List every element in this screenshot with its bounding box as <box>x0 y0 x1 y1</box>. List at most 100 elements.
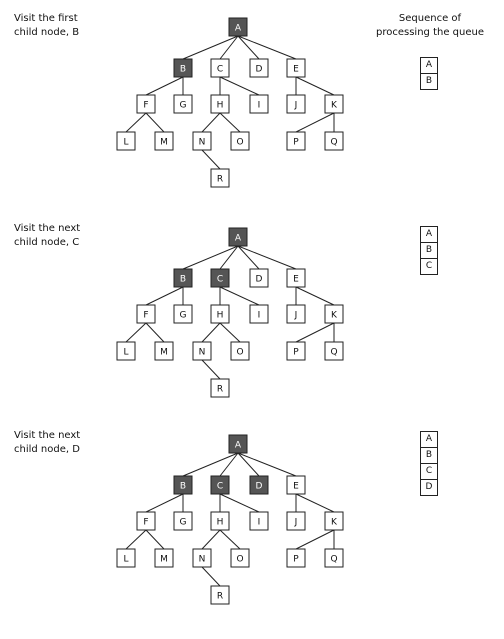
node-label: I <box>258 311 261 321</box>
node-box <box>286 475 306 495</box>
edge-K-P <box>295 322 335 343</box>
node-box <box>154 131 174 151</box>
edge-N-R <box>201 359 221 380</box>
edge-B-F <box>145 286 184 306</box>
node-box <box>173 268 193 288</box>
node-box <box>286 58 306 78</box>
tree-node-C: C <box>210 475 230 495</box>
tree-node-O: O <box>230 131 250 151</box>
edge-E-K <box>295 76 335 96</box>
tree-node-B: B <box>173 58 193 78</box>
node-box <box>249 94 269 114</box>
node-box <box>324 94 344 114</box>
edge-A-C <box>219 35 239 60</box>
edge-F-L <box>125 529 147 550</box>
tree-node-I: I <box>249 511 269 531</box>
tree-node-J: J <box>286 304 306 324</box>
node-label: D <box>256 65 263 75</box>
edge-H-N <box>201 112 221 133</box>
tree-node-G: G <box>173 304 193 324</box>
tree-node-B: B <box>173 475 193 495</box>
tree-node-N: N <box>192 131 212 151</box>
node-box <box>286 548 306 568</box>
node-label: E <box>293 275 299 285</box>
node-label: D <box>256 275 263 285</box>
tree-node-D: D <box>249 58 269 78</box>
edge-A-B <box>182 452 239 477</box>
node-label: H <box>217 518 224 528</box>
node-label: P <box>293 138 299 148</box>
tree-node-L: L <box>116 341 136 361</box>
node-label: A <box>235 234 242 244</box>
node-label: F <box>143 101 148 111</box>
tree-node-N: N <box>192 341 212 361</box>
tree-node-F: F <box>136 94 156 114</box>
node-label: B <box>180 65 186 75</box>
node-label: L <box>123 348 128 358</box>
node-box <box>210 168 230 188</box>
node-box <box>210 94 230 114</box>
node-label: M <box>160 555 168 565</box>
edge-A-E <box>237 245 297 270</box>
node-box <box>173 58 193 78</box>
node-label: B <box>180 275 186 285</box>
node-label: I <box>258 101 261 111</box>
node-label: K <box>331 518 338 528</box>
bfs-step-panel-1: Visit the first child node, B Sequence o… <box>0 12 504 222</box>
node-label: E <box>293 65 299 75</box>
node-label: G <box>180 518 187 528</box>
tree-node-D: D <box>249 268 269 288</box>
edge-H-O <box>219 112 241 133</box>
edge-A-B <box>182 245 239 270</box>
node-box <box>249 475 269 495</box>
node-box <box>116 548 136 568</box>
tree-node-D: D <box>249 475 269 495</box>
node-box <box>230 131 250 151</box>
node-box <box>116 341 136 361</box>
edge-B-F <box>145 493 184 513</box>
edge-A-D <box>237 35 260 60</box>
edge-A-E <box>237 35 297 60</box>
node-box <box>228 434 248 454</box>
tree-node-R: R <box>210 168 230 188</box>
tree-node-Q: Q <box>324 341 344 361</box>
tree-node-I: I <box>249 304 269 324</box>
tree-node-R: R <box>210 585 230 605</box>
node-box <box>249 511 269 531</box>
node-box <box>210 58 230 78</box>
node-label: H <box>217 101 224 111</box>
tree-node-P: P <box>286 548 306 568</box>
edge-H-N <box>201 322 221 343</box>
tree-node-J: J <box>286 511 306 531</box>
tree-node-G: G <box>173 511 193 531</box>
node-box <box>249 58 269 78</box>
node-label: I <box>258 518 261 528</box>
tree-node-H: H <box>210 94 230 114</box>
tree-node-I: I <box>249 94 269 114</box>
node-box <box>210 378 230 398</box>
tree-node-M: M <box>154 341 174 361</box>
tree-node-M: M <box>154 131 174 151</box>
edge-E-K <box>295 493 335 513</box>
node-label: J <box>294 518 298 528</box>
tree-node-K: K <box>324 304 344 324</box>
node-box <box>173 511 193 531</box>
node-box <box>324 548 344 568</box>
edge-C-I <box>219 493 260 513</box>
node-box <box>210 268 230 288</box>
node-box <box>136 304 156 324</box>
node-box <box>173 94 193 114</box>
tree-node-Q: Q <box>324 131 344 151</box>
node-box <box>324 341 344 361</box>
node-box <box>324 511 344 531</box>
node-label: K <box>331 101 338 111</box>
node-label: M <box>160 138 168 148</box>
node-box <box>173 304 193 324</box>
node-label: H <box>217 311 224 321</box>
tree-node-A: A <box>228 227 248 247</box>
